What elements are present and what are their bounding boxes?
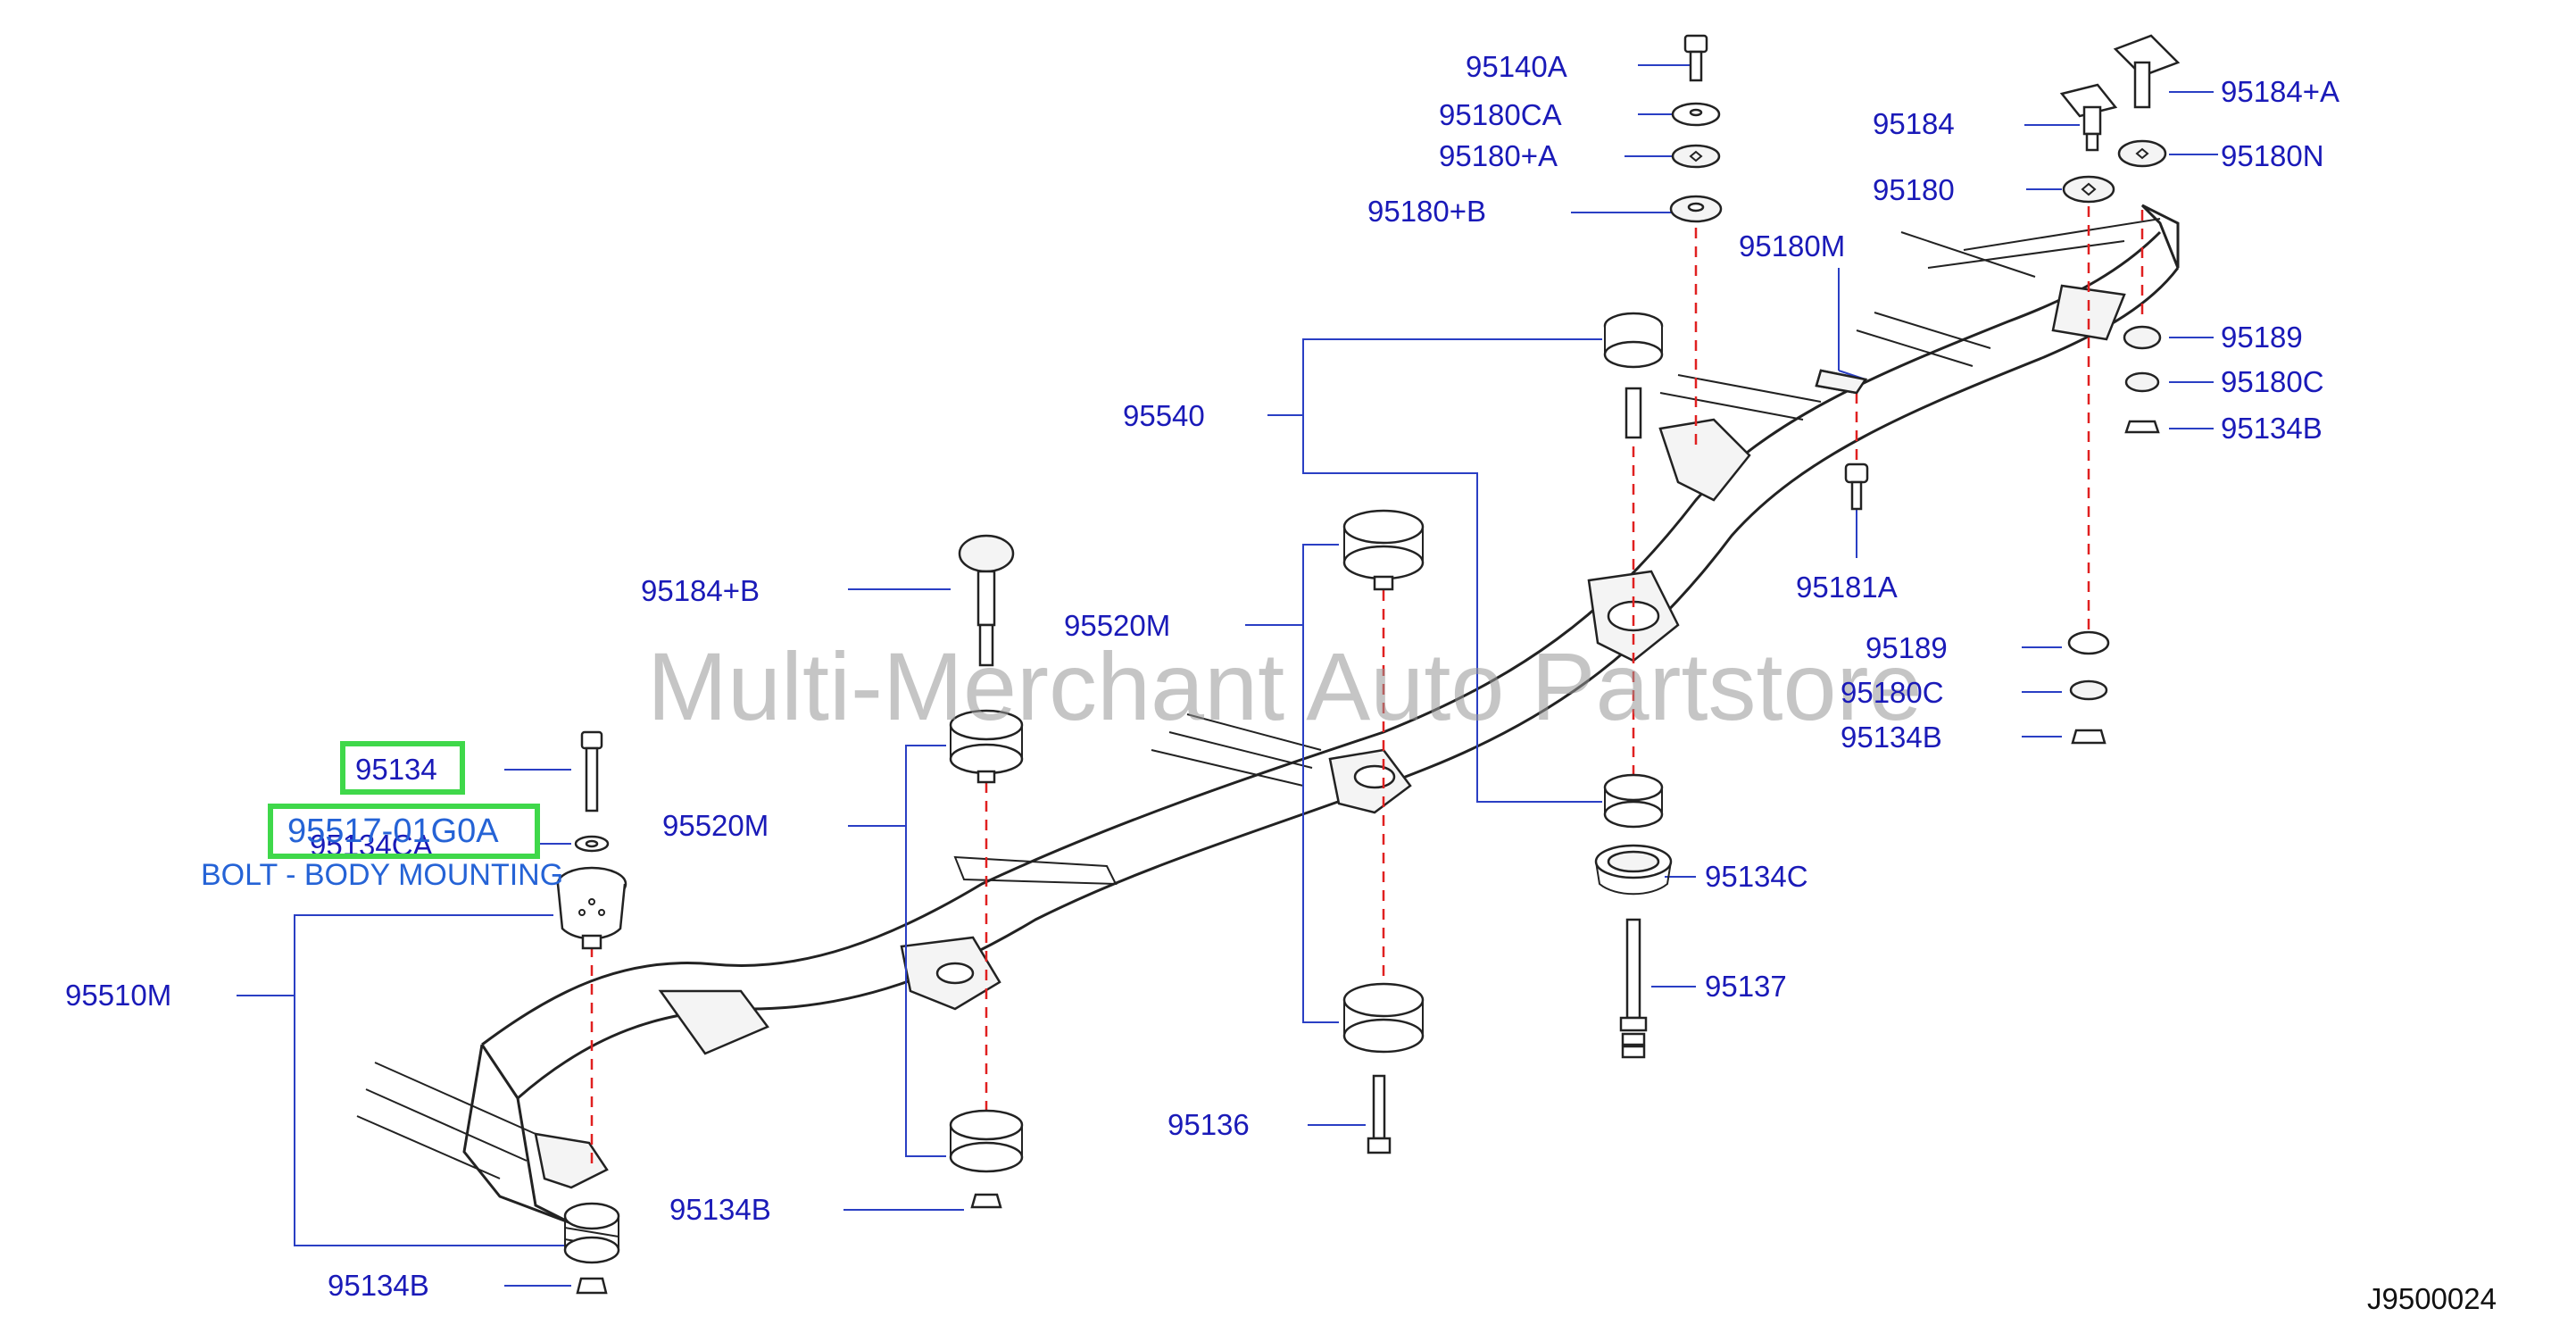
part-95540-top[interactable] — [1603, 312, 1664, 369]
leader-lines — [237, 64, 2218, 1287]
label-95189-mid[interactable]: 95189 — [1866, 631, 1948, 664]
label-95184[interactable]: 95184 — [1873, 107, 1955, 140]
part-95510M-upper[interactable] — [556, 866, 627, 950]
part-95181A[interactable] — [1844, 462, 1869, 511]
label-95180C-mid[interactable]: 95180C — [1841, 676, 1944, 709]
part-95520M-2-lower[interactable] — [949, 1109, 1024, 1173]
part-95140A[interactable] — [1683, 34, 1708, 82]
part-95520M-lower[interactable] — [1342, 982, 1425, 1054]
label-95134B-left[interactable]: 95134B — [328, 1269, 429, 1302]
label-95510M[interactable]: 95510M — [65, 979, 172, 1012]
label-95136[interactable]: 95136 — [1168, 1108, 1250, 1141]
label-95134B-center[interactable]: 95134B — [669, 1193, 771, 1226]
part-95540-pin[interactable] — [1625, 387, 1642, 439]
part-95520M-upper[interactable] — [1342, 509, 1425, 591]
label-95540[interactable]: 95540 — [1123, 399, 1205, 432]
label-95137[interactable]: 95137 — [1705, 970, 1787, 1003]
part-95134B-center[interactable] — [970, 1193, 1002, 1209]
label-95140A[interactable]: 95140A — [1466, 50, 1567, 83]
part-95180[interactable] — [2062, 175, 2115, 204]
label-95180[interactable]: 95180 — [1873, 173, 1955, 206]
part-95134B-mid[interactable] — [2071, 729, 2107, 745]
label-95134[interactable]: 95134 — [355, 753, 437, 786]
part-95180C-top[interactable] — [2124, 371, 2160, 393]
label-95520M-2[interactable]: 95520M — [662, 809, 769, 842]
label-95181A[interactable]: 95181A — [1796, 571, 1898, 604]
label-95184A[interactable]: 95184+A — [2221, 75, 2340, 108]
label-95180N[interactable]: 95180N — [2221, 139, 2324, 172]
part-95189-top[interactable] — [2123, 325, 2162, 350]
part-95180A[interactable] — [1671, 144, 1721, 169]
part-95136[interactable] — [1367, 1074, 1392, 1154]
part-95180C-mid[interactable] — [2069, 679, 2108, 701]
part-95184B[interactable] — [958, 534, 1015, 667]
part-95134B-top[interactable] — [2124, 420, 2160, 434]
part-95184A[interactable] — [2113, 34, 2181, 109]
part-95137[interactable] — [1619, 918, 1648, 1059]
assembly-lines — [590, 188, 2144, 1170]
part-95180CA[interactable] — [1671, 102, 1721, 127]
highlight-part-number — [268, 804, 540, 859]
part-95134CA[interactable] — [574, 835, 610, 853]
label-95134B-top[interactable]: 95134B — [2221, 412, 2323, 445]
highlight-95134 — [340, 741, 465, 795]
label-95520M-1[interactable]: 95520M — [1064, 609, 1171, 642]
part-95134[interactable] — [580, 730, 603, 812]
part-95184[interactable] — [2059, 83, 2118, 152]
part-95180N[interactable] — [2117, 139, 2167, 168]
label-95180B[interactable]: 95180+B — [1367, 195, 1487, 228]
label-95189-top[interactable]: 95189 — [2221, 321, 2303, 354]
label-95180M[interactable]: 95180M — [1739, 229, 1846, 262]
label-95134B-mid[interactable]: 95134B — [1841, 721, 1942, 754]
part-95134B-left[interactable] — [576, 1277, 608, 1295]
selected-part-number[interactable]: 95517-01G0A — [287, 812, 499, 850]
watermark-text: Multi-Merchant Auto Partstore — [647, 632, 1923, 740]
label-95184B[interactable]: 95184+B — [641, 574, 760, 607]
part-95180B[interactable] — [1669, 195, 1723, 223]
label-95180A[interactable]: 95180+A — [1439, 139, 1558, 172]
part-95134C[interactable] — [1594, 844, 1673, 896]
part-95540-bottom[interactable] — [1603, 773, 1664, 829]
diagram-code: J9500024 — [2367, 1282, 2497, 1315]
label-95180C-top[interactable]: 95180C — [2221, 365, 2324, 398]
label-95180CA[interactable]: 95180CA — [1439, 98, 1562, 131]
part-95180M[interactable] — [1815, 369, 1868, 395]
part-95520M-2-upper[interactable] — [949, 709, 1024, 784]
part-95510M-lower[interactable] — [563, 1202, 620, 1264]
label-95134C[interactable]: 95134C — [1705, 860, 1808, 893]
selected-part-description: BOLT - BODY MOUNTING — [201, 858, 564, 892]
part-95189-mid[interactable] — [2067, 630, 2110, 655]
